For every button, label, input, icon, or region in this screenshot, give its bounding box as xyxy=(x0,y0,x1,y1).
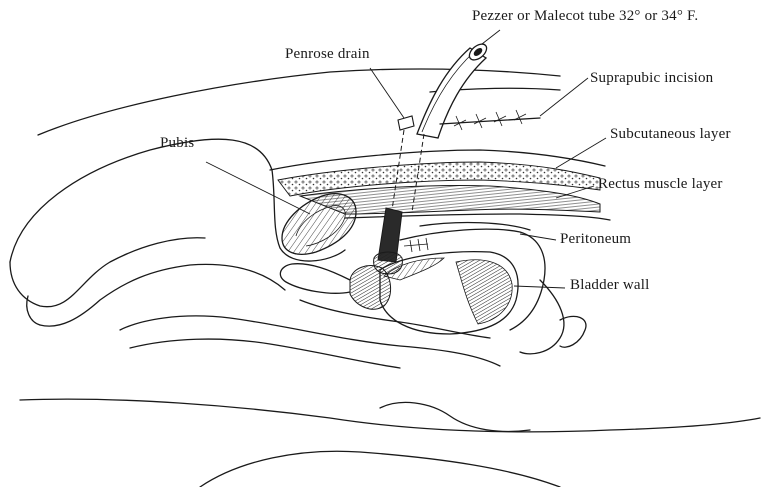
leader-penrose xyxy=(370,68,404,118)
label-suprapubic-incision: Suprapubic incision xyxy=(590,71,713,86)
rectum-inner xyxy=(130,339,400,368)
peritoneum-sutures xyxy=(404,238,428,252)
label-rectus-muscle-layer: Rectus muscle layer xyxy=(598,177,723,192)
leader-subcutaneous xyxy=(556,138,606,168)
thigh-outline-lower xyxy=(40,264,285,326)
leader-incision xyxy=(540,78,588,116)
label-tube: Pezzer or Malecot tube 32° or 34° F. xyxy=(472,9,698,24)
label-subcutaneous-layer: Subcutaneous layer xyxy=(610,127,731,142)
leader-tube xyxy=(482,30,500,44)
label-pubis: Pubis xyxy=(160,136,194,151)
label-peritoneum: Peritoneum xyxy=(560,232,631,247)
label-penrose-drain: Penrose drain xyxy=(285,47,370,62)
leader-peritoneum xyxy=(520,234,556,240)
incision-line xyxy=(440,118,540,124)
label-bladder-wall: Bladder wall xyxy=(570,278,649,293)
tail-curve xyxy=(200,451,560,487)
tube-mushroom-tip xyxy=(374,252,403,274)
leader-bladder xyxy=(514,286,565,288)
urethra-path xyxy=(280,264,350,294)
abdominal-wall-outline xyxy=(38,69,560,135)
pubis-bone xyxy=(282,194,356,255)
tube-external-segment xyxy=(417,48,486,138)
penrose-drain xyxy=(398,116,414,130)
thigh-outline-upper xyxy=(10,238,205,307)
